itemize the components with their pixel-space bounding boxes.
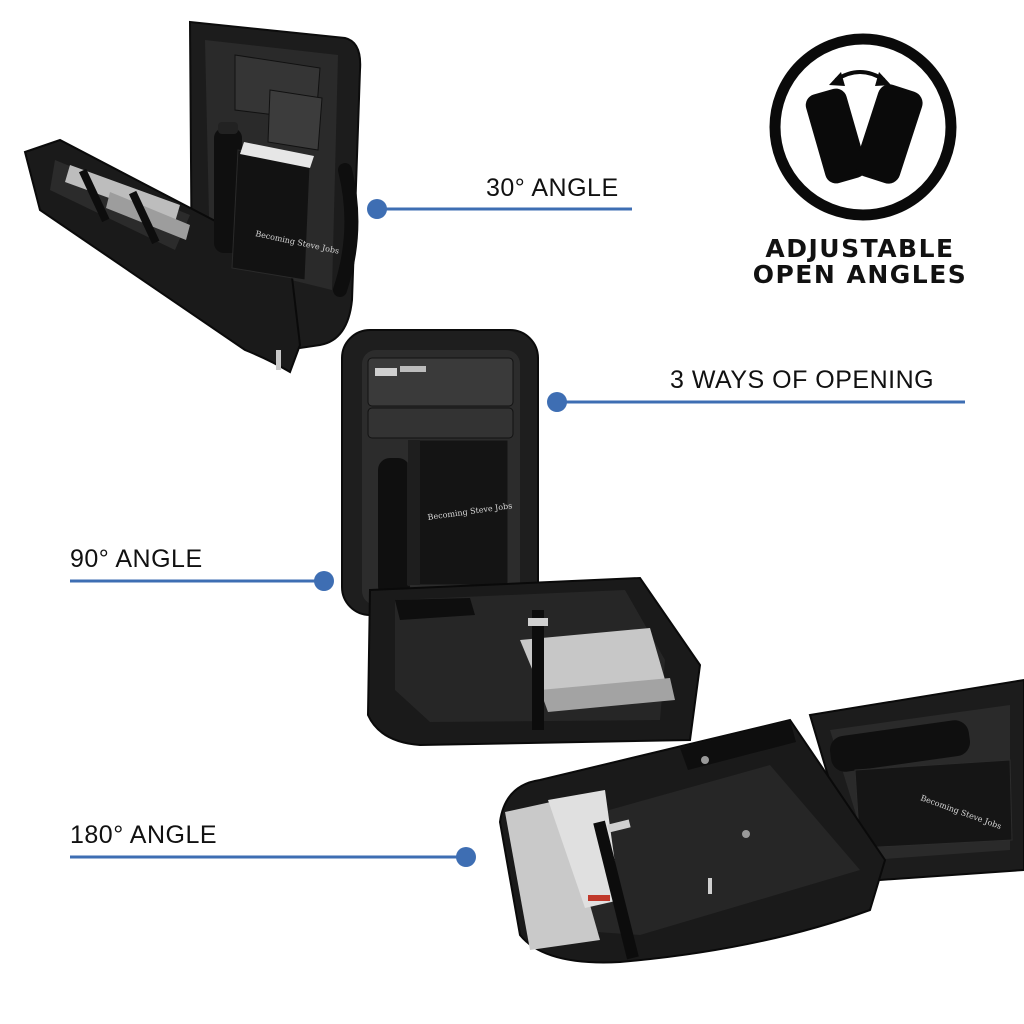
- badge-line-2: OPEN ANGLES: [752, 260, 968, 289]
- label-90-angle: 90° ANGLE: [70, 545, 203, 573]
- adjustable-angles-icon: [769, 33, 957, 221]
- backpack-30-angle: Becoming Steve Jobs: [23, 20, 362, 374]
- rotate-arrows-icon: [829, 70, 891, 86]
- callout-line-3-ways: [547, 392, 965, 412]
- label-30-angle: 30° ANGLE: [486, 174, 619, 202]
- badge-line-1: ADJUSTABLE: [765, 234, 955, 263]
- callout-line-90: [70, 571, 334, 591]
- label-3-ways-of-opening: 3 WAYS OF OPENING: [670, 366, 935, 394]
- backpack-90-angle: Becoming Steve Jobs: [341, 329, 702, 747]
- callout-line-180: [70, 847, 476, 867]
- label-180-angle: 180° ANGLE: [70, 821, 218, 849]
- callout-line-30: [367, 199, 632, 219]
- backpack-180-angle: Becoming Steve Jobs: [498, 678, 1024, 964]
